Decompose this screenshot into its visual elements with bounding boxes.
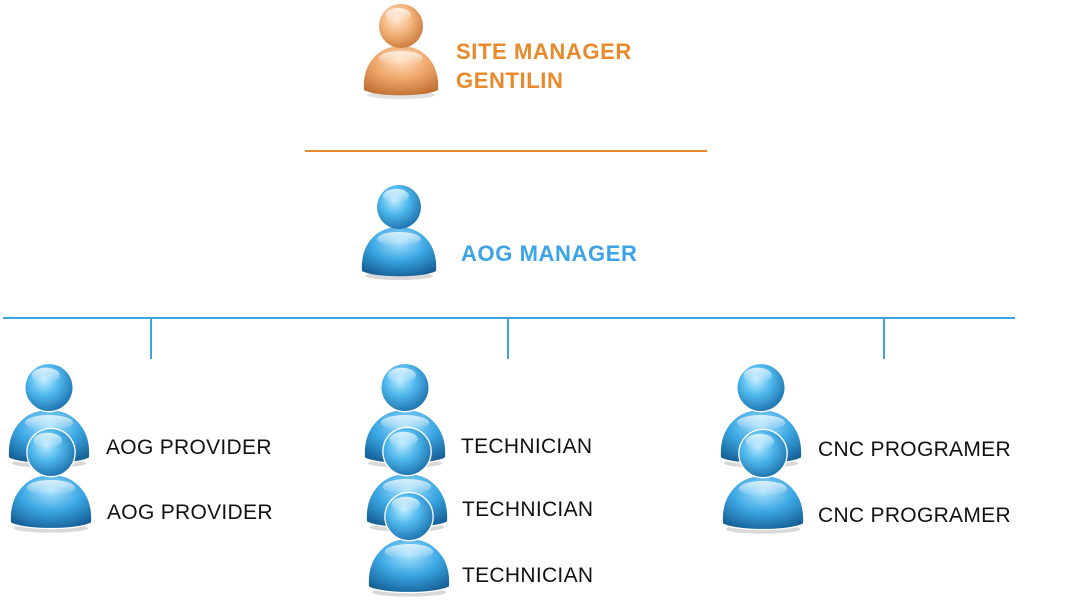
team-connector-bus <box>3 317 1015 319</box>
team-1-connector <box>150 318 152 359</box>
site-manager-title: SITE MANAGER <box>456 39 632 64</box>
team-3-member-1-label: CNC PROGRAMER <box>818 438 1011 461</box>
team-2-member-1-label: TECHNICIAN <box>461 435 593 458</box>
team-3-connector <box>883 318 885 359</box>
aog-manager-label: AOG MANAGER <box>461 241 638 266</box>
aog-manager-person-icon <box>358 183 440 286</box>
team-2-member-3-label: TECHNICIAN <box>462 564 594 587</box>
team-2-connector <box>507 318 509 359</box>
team-2-member-3-person-icon <box>364 490 454 603</box>
team-3-member-2-person-icon <box>718 427 808 540</box>
team-1-member-2-person-icon <box>6 426 96 539</box>
team-2-member-2-label: TECHNICIAN <box>462 498 594 521</box>
team-1-member-1-label: AOG PROVIDER <box>106 436 272 459</box>
team-1-member-2-label: AOG PROVIDER <box>107 501 273 524</box>
team-3-member-2-label: CNC PROGRAMER <box>818 504 1011 527</box>
site-manager-name: GENTILIN <box>456 68 564 93</box>
site-manager-person-icon <box>360 2 442 105</box>
site-manager-label: SITE MANAGER GENTILIN <box>456 37 632 95</box>
site-manager-connector-line <box>305 150 707 152</box>
